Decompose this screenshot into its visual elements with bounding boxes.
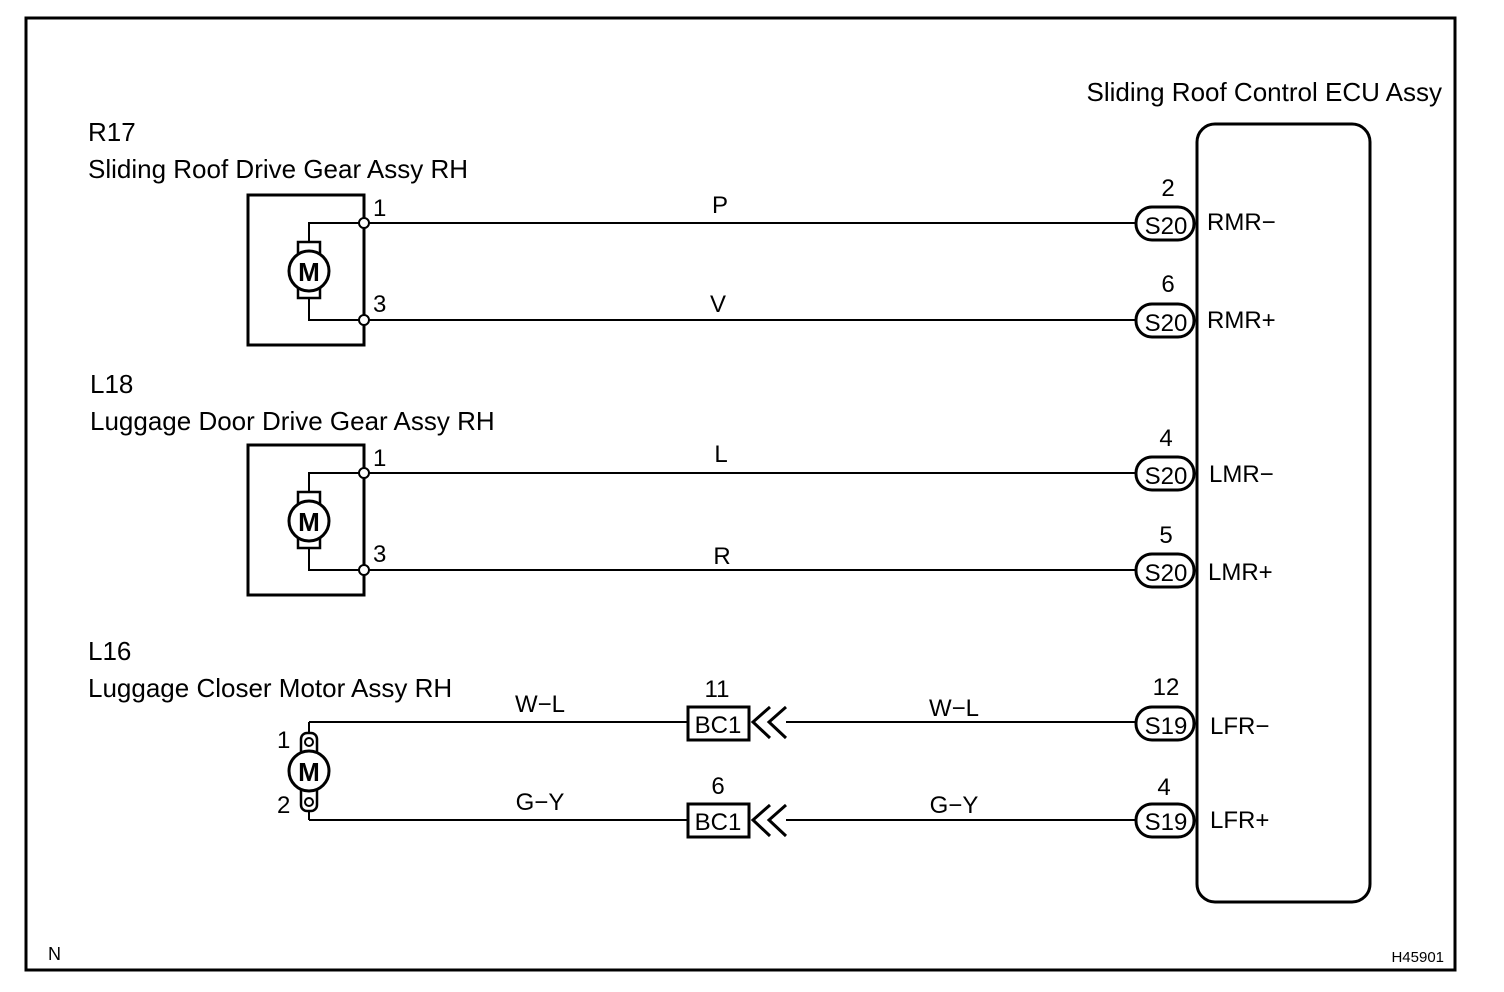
wire-rmr-minus: P S20 2 RMR− (358, 175, 1276, 242)
connector-s20 (1134, 455, 1196, 492)
motor-label: M (298, 507, 320, 537)
connector-label: S20 (1145, 213, 1188, 240)
motor-icon: M (287, 472, 364, 571)
motor-label: M (298, 757, 320, 787)
wire-color-label: P (712, 192, 728, 219)
wire-color-label: R (713, 543, 730, 570)
diagram-frame (24, 16, 1457, 972)
motor-icon: M (287, 222, 364, 321)
connector-label: BC1 (695, 809, 742, 836)
wire-rmr-plus: V S20 6 RMR+ (358, 271, 1276, 339)
connector-s20 (1134, 552, 1196, 589)
wire-color-label: L (714, 441, 727, 468)
component-name-l16: Luggage Closer Motor Assy RH (88, 673, 452, 703)
figure-id: H45901 (1391, 949, 1444, 966)
wire-lfr-plus: G−Y G−Y BC1 6 S19 4 LFR+ (309, 773, 1269, 839)
chevron-connector-icon (750, 705, 788, 740)
wire-color-label: G−Y (516, 789, 565, 816)
connector-s20 (1134, 302, 1196, 339)
ecu-terminal-label: LMR− (1209, 461, 1274, 488)
component-box-l18 (246, 443, 366, 597)
junction-pin-number: 11 (705, 676, 730, 703)
ecu-pin-number: 12 (1153, 674, 1180, 701)
wire-color-label: G−Y (930, 792, 979, 819)
wire-color-label: V (710, 291, 726, 318)
pin-label: 2 (277, 792, 290, 819)
pin-label: 1 (373, 195, 386, 222)
ecu-terminal-label: LFR− (1210, 713, 1269, 740)
motor-label: M (298, 257, 320, 287)
connector-label: S20 (1145, 310, 1188, 337)
connector-label: S20 (1145, 560, 1188, 587)
connector-s20 (1134, 205, 1196, 242)
component-code-r17: R17 (88, 117, 136, 147)
footer-mark: N (48, 944, 61, 964)
junction-connector-bc1 (686, 802, 751, 839)
ecu-pin-number: 5 (1159, 522, 1172, 549)
ecu-pin-number: 4 (1157, 774, 1170, 801)
connector-s19 (1134, 802, 1196, 839)
ecu-terminal-label: LMR+ (1208, 559, 1273, 586)
ecu-pin-number: 2 (1161, 175, 1174, 202)
wire-color-label: W−L (929, 695, 979, 722)
connector-label: S20 (1145, 463, 1188, 490)
motor-icon: M (287, 722, 331, 820)
component-box-r17 (246, 193, 366, 347)
connector-label: S19 (1145, 713, 1188, 740)
chevron-connector-icon (750, 803, 788, 838)
wire-lmr-minus: L S20 4 LMR− (358, 425, 1274, 492)
pin-label: 1 (373, 445, 386, 472)
ecu-terminal-label: LFR+ (1210, 807, 1269, 834)
component-name-r17: Sliding Roof Drive Gear Assy RH (88, 154, 468, 184)
pin-label: 3 (373, 291, 386, 318)
ecu-title: Sliding Roof Control ECU Assy (1087, 77, 1442, 107)
connector-s19 (1134, 705, 1196, 742)
component-code-l16: L16 (88, 636, 131, 666)
wire-lmr-plus: R S20 5 LMR+ (358, 522, 1273, 589)
junction-pin-number: 6 (711, 773, 724, 800)
ecu-pin-number: 4 (1159, 425, 1172, 452)
connector-label: S19 (1145, 809, 1188, 836)
pin-label: 3 (373, 541, 386, 568)
junction-connector-bc1 (686, 705, 751, 742)
ecu-terminal-label: RMR− (1207, 209, 1276, 236)
component-code-l18: L18 (90, 369, 133, 399)
pin-label: 1 (277, 727, 290, 754)
connector-label: BC1 (695, 712, 742, 739)
ecu-pin-number: 6 (1161, 271, 1174, 298)
component-name-l18: Luggage Door Drive Gear Assy RH (90, 406, 495, 436)
wire-color-label: W−L (515, 691, 565, 718)
ecu-box (1195, 122, 1372, 904)
wire-lfr-minus: W−L W−L BC1 11 S19 12 LFR− (309, 674, 1269, 742)
ecu-terminal-label: RMR+ (1207, 307, 1276, 334)
